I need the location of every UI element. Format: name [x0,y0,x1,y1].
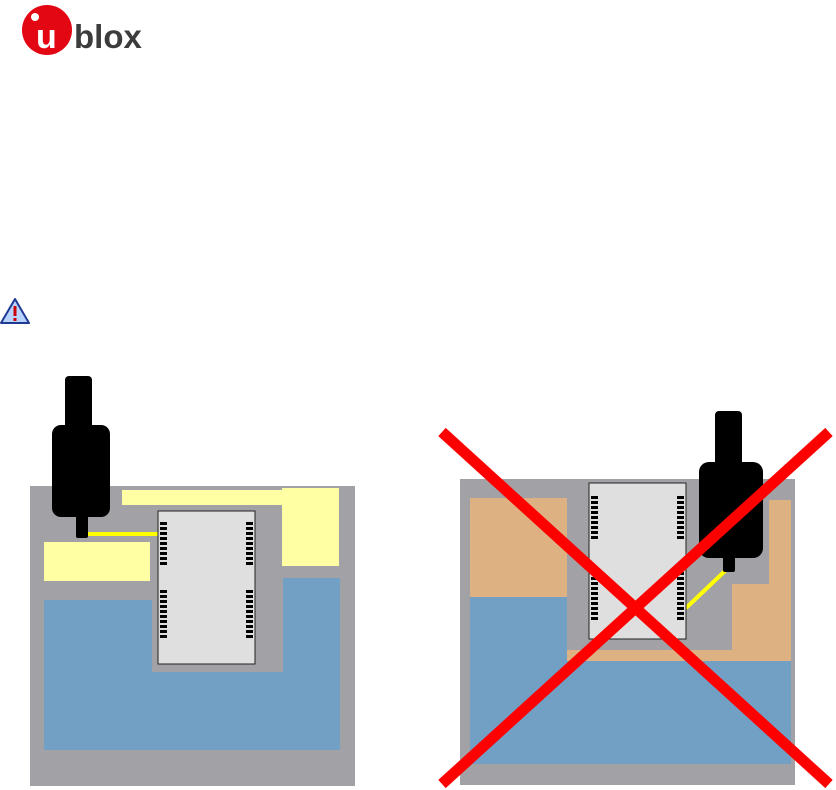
module-pin [160,620,167,623]
module-pin [246,542,253,545]
module-pin [591,607,598,610]
module-pin [591,602,598,605]
module-pin [246,595,253,598]
module [158,511,255,664]
module-pin [160,610,167,613]
module-pin [677,597,684,600]
module-pin [160,542,167,545]
module-pin [677,607,684,610]
module-pin [677,521,684,524]
module-pin [246,547,253,550]
module-pin [677,617,684,620]
module-pin [160,605,167,608]
module-pin [160,625,167,628]
module-pin [160,527,167,530]
module-pin [246,532,253,535]
module-pin [677,526,684,529]
module-pin [246,590,253,593]
module-pin [246,557,253,560]
module-pin [677,516,684,519]
module-pin [160,600,167,603]
module-pin [246,620,253,623]
module-pin [591,496,598,499]
incorrect-layout [442,411,829,785]
module-pin [160,557,167,560]
keepout-area-right [282,488,339,566]
module-pin [246,527,253,530]
module-pin [591,612,598,615]
module-pin [591,531,598,534]
module-pin [677,582,684,585]
module-pin [246,605,253,608]
module-pin [677,587,684,590]
module-pin [591,536,598,539]
ground-plane [470,597,567,663]
module-pin [591,597,598,600]
module-pin [160,595,167,598]
module-pin [591,501,598,504]
module-pin [677,511,684,514]
module-pin [246,522,253,525]
module-pin [160,562,167,565]
module-pin [160,537,167,540]
module-pin [160,552,167,555]
module-pin [246,600,253,603]
rf-connector [52,376,110,538]
module-pin [591,521,598,524]
module-pin [677,501,684,504]
module-pin [677,496,684,499]
module-pin [677,536,684,539]
correct-layout [30,376,355,786]
module-pin [160,547,167,550]
module-pin [160,590,167,593]
module-pin [591,511,598,514]
module-pin [246,630,253,633]
module-pin [591,516,598,519]
module-pin [591,617,598,620]
module-pin [160,630,167,633]
module-pin [160,635,167,638]
module-pin [246,610,253,613]
module-pin [591,526,598,529]
module-pin [591,582,598,585]
module-pin [246,562,253,565]
module-pin [591,592,598,595]
module-pin [246,625,253,628]
module-pin [160,532,167,535]
module-pin [160,522,167,525]
module-pin [677,602,684,605]
module-pin [591,587,598,590]
module-pin [246,615,253,618]
module-pin [677,506,684,509]
keepout-area-left [44,542,150,581]
module-pin [591,506,598,509]
module-pin [246,552,253,555]
module-pin [246,635,253,638]
module-pin [677,531,684,534]
module-pin [677,612,684,615]
module-pin [677,577,684,580]
module-pin [160,615,167,618]
module-pin [246,537,253,540]
module-pin [677,592,684,595]
